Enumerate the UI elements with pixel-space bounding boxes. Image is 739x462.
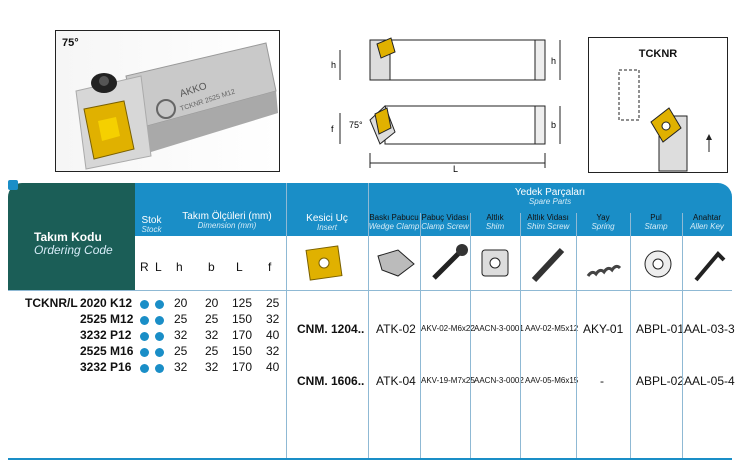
dim-h-left: h [331,60,336,70]
insert-orientation-diagram: TCKNR [588,37,728,173]
clamp-screw-icon [432,244,468,280]
angle-label: 75° [62,37,79,49]
dim-angle: 75° [349,120,363,130]
tool-holder-illustration: AKKO TCKNR 2525 M12 [75,42,278,170]
dim-b: b [551,120,556,130]
diagram-title: TCKNR [638,48,678,60]
dimension-diagram: h h f 75° b L [331,37,561,173]
ordering-code-header: Takım Kodu Ordering Code [8,183,135,290]
spring-icon [586,264,622,277]
shim-screw-icon [531,247,565,283]
part-icons [305,244,726,283]
stamp-icon [644,250,672,278]
dim-f: f [331,124,334,134]
ordering-code-en: Ordering Code [34,243,113,257]
series-label: TCKNR/L [25,296,78,310]
tool-photo: 75° AKKO TCKNR 2525 M12 [55,30,280,172]
shim-icon [481,249,509,277]
ordering-code-tr: Takım Kodu [34,230,102,244]
dim-h-right: h [551,56,556,66]
wedge-clamp-icon [377,249,415,277]
corner-marker [8,180,18,190]
insert-icon [305,245,343,281]
allen-key-icon [694,251,726,282]
dim-L: L [453,164,458,173]
